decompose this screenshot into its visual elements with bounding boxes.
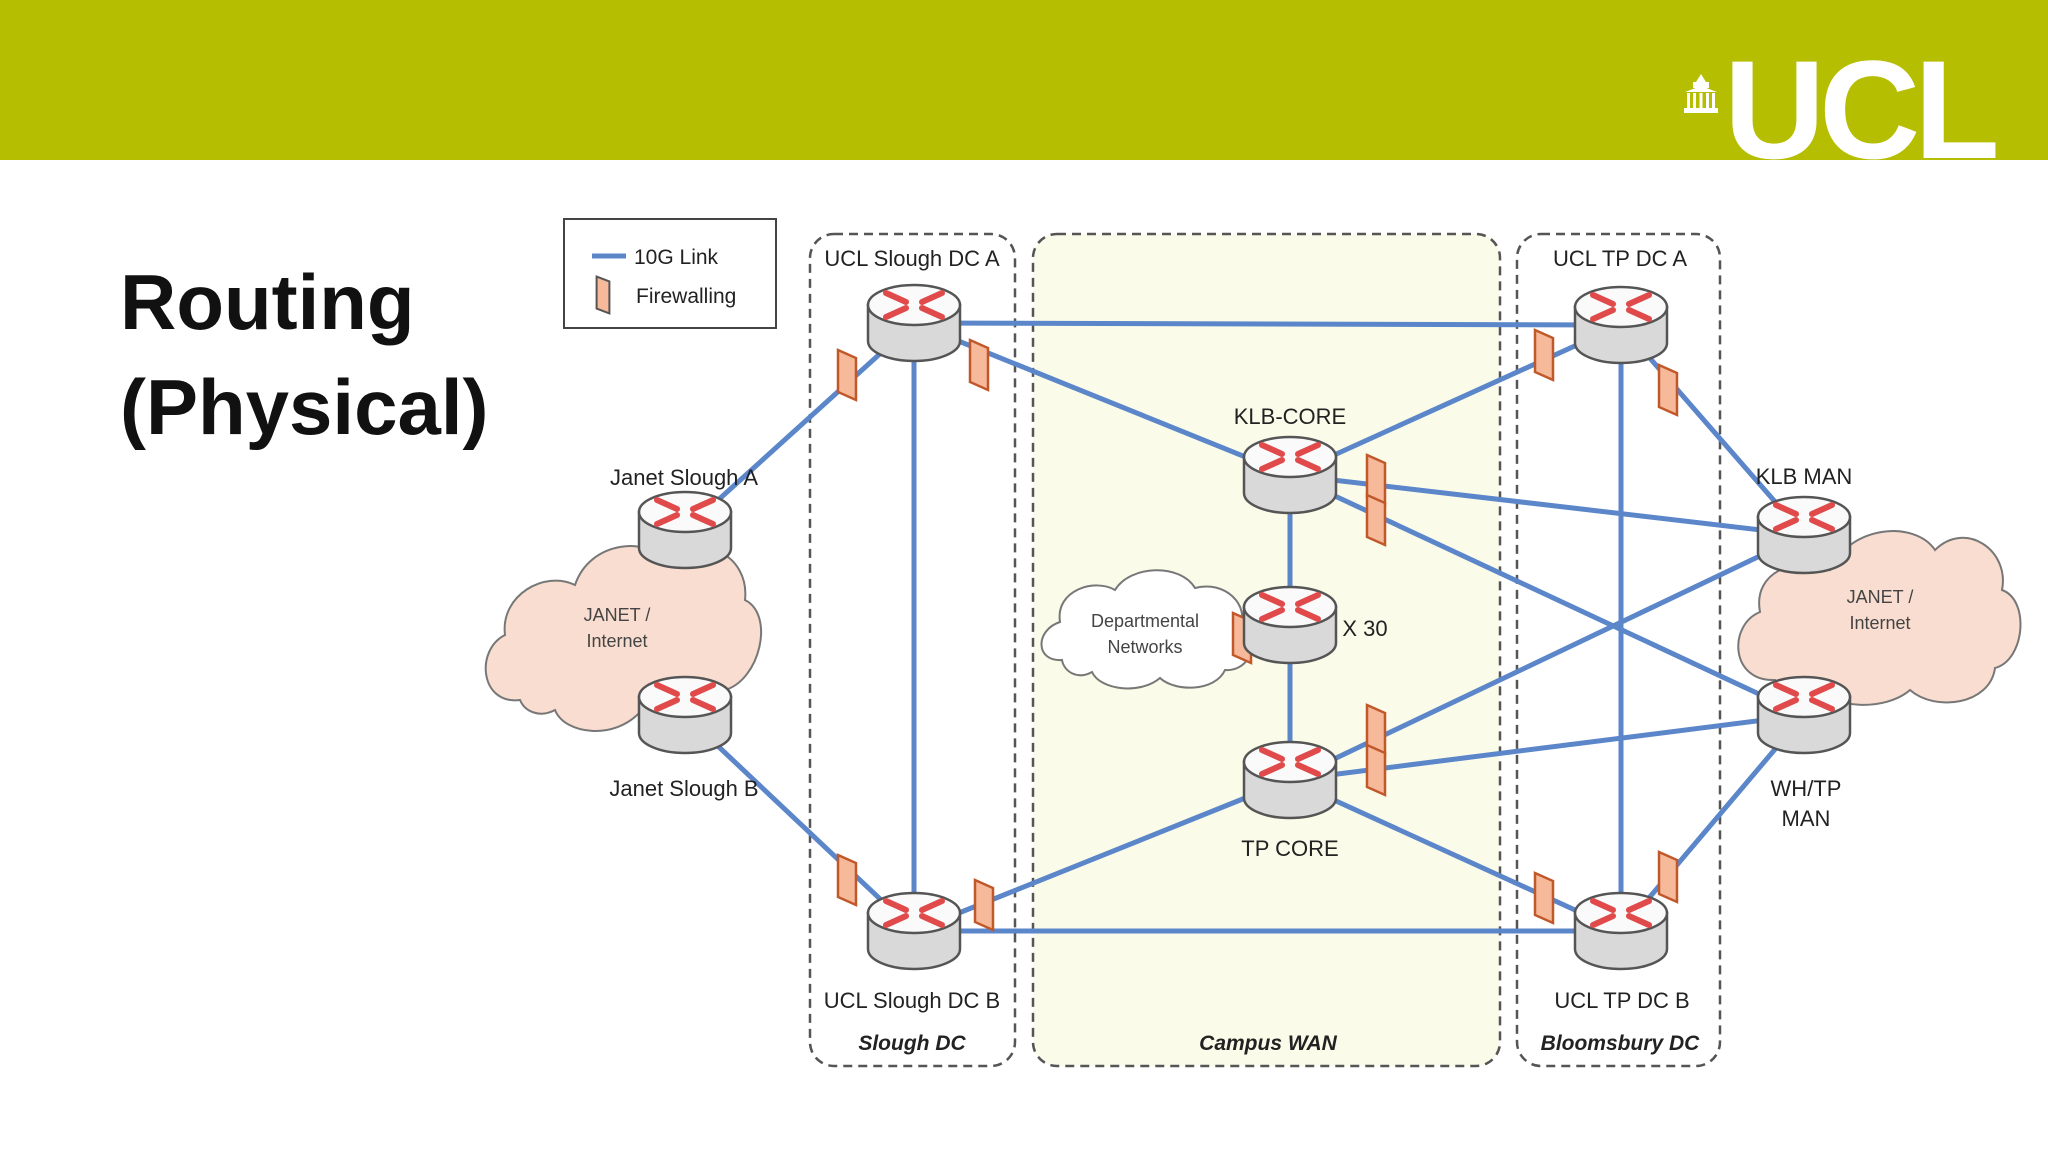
label-janet-b: Janet Slough B	[609, 776, 758, 801]
firewall-icon	[1365, 743, 1387, 797]
router-slough-a	[866, 283, 962, 363]
zone-label-bloomsbury: Bloomsbury DC	[1541, 1032, 1701, 1055]
legend: 10G Link Firewalling	[563, 218, 777, 329]
firewall-icon	[973, 878, 995, 932]
router-arrows-icon	[1259, 592, 1321, 622]
link-tpa-klbman	[1619, 323, 1806, 537]
firewall-icon	[1533, 328, 1555, 382]
firewall-icon	[836, 348, 858, 402]
label-x30: X 30	[1342, 616, 1387, 641]
slide-title-line2: (Physical)	[120, 363, 489, 451]
routers	[637, 283, 1852, 971]
zone-label-campus: Campus WAN	[1199, 1032, 1338, 1055]
link-slougha-tpa	[913, 320, 1617, 328]
slide-title-line1: Routing	[120, 258, 415, 346]
router-wh-man	[1756, 675, 1852, 755]
label-slough-b: UCL Slough DC B	[824, 988, 1000, 1013]
link-slougha-janeta	[683, 321, 916, 532]
firewall-icon	[1533, 871, 1555, 925]
legend-link-label: 10G Link	[634, 246, 719, 269]
firewall-icon	[836, 853, 858, 907]
router-tp-core	[1242, 740, 1338, 820]
legend-firewall-label: Firewalling	[636, 285, 736, 308]
ucl-logo: UCL	[1724, 31, 2000, 188]
router-arrows-icon	[883, 290, 945, 320]
link-klb-tpa	[1288, 322, 1623, 478]
router-tp-b	[1573, 891, 1669, 971]
router-arrows-icon	[1773, 682, 1835, 712]
router-janet-b	[637, 675, 733, 755]
router-arrows-icon	[1590, 292, 1652, 322]
cloud-janet-right-label: JANET /Internet	[1847, 587, 1914, 633]
header-band	[0, 0, 2048, 160]
label-tp-b: UCL TP DC B	[1554, 988, 1689, 1013]
link-tpb-whman	[1619, 713, 1806, 933]
router-arrows-icon	[883, 898, 945, 928]
firewall-icon	[1657, 363, 1679, 417]
label-tp-a: UCL TP DC A	[1553, 246, 1687, 271]
label-janet-a: Janet Slough A	[610, 465, 758, 490]
router-arrows-icon	[1590, 898, 1652, 928]
zone-labels: Slough DC Campus WAN Bloomsbury DC	[858, 1032, 1700, 1055]
firewall-icon	[595, 275, 611, 315]
firewall-icon	[1365, 493, 1387, 547]
portico-icon	[1684, 74, 1718, 119]
router-slough-b	[866, 891, 962, 971]
label-slough-a: UCL Slough DC A	[824, 246, 1000, 271]
label-klb-man: KLB MAN	[1756, 464, 1853, 489]
label-klb-core: KLB-CORE	[1234, 404, 1346, 429]
router-arrows-icon	[654, 497, 716, 527]
router-klb-man	[1756, 495, 1852, 575]
router-x30	[1242, 585, 1338, 665]
link-tpcore-tpb	[1288, 777, 1623, 934]
router-tp-a	[1573, 285, 1669, 365]
firewall-icon	[968, 338, 990, 392]
router-janet-a	[637, 490, 733, 570]
router-arrows-icon	[1259, 442, 1321, 472]
zone-label-slough: Slough DC	[858, 1032, 966, 1055]
router-arrows-icon	[654, 682, 716, 712]
router-arrows-icon	[1773, 502, 1835, 532]
cloud-janet-right: JANET /Internet	[1737, 530, 2022, 706]
slide-title: Routing (Physical)	[120, 250, 488, 460]
router-labels: UCL Slough DC A UCL Slough DC B Janet Sl…	[609, 246, 1852, 1013]
firewall-icon	[1657, 850, 1679, 904]
router-klb-core	[1242, 435, 1338, 515]
label-tp-core: TP CORE	[1241, 836, 1338, 861]
cloud-janet-left-label: JANET /Internet	[584, 605, 651, 651]
router-arrows-icon	[1259, 747, 1321, 777]
link-sloughb-janetb	[683, 713, 916, 933]
